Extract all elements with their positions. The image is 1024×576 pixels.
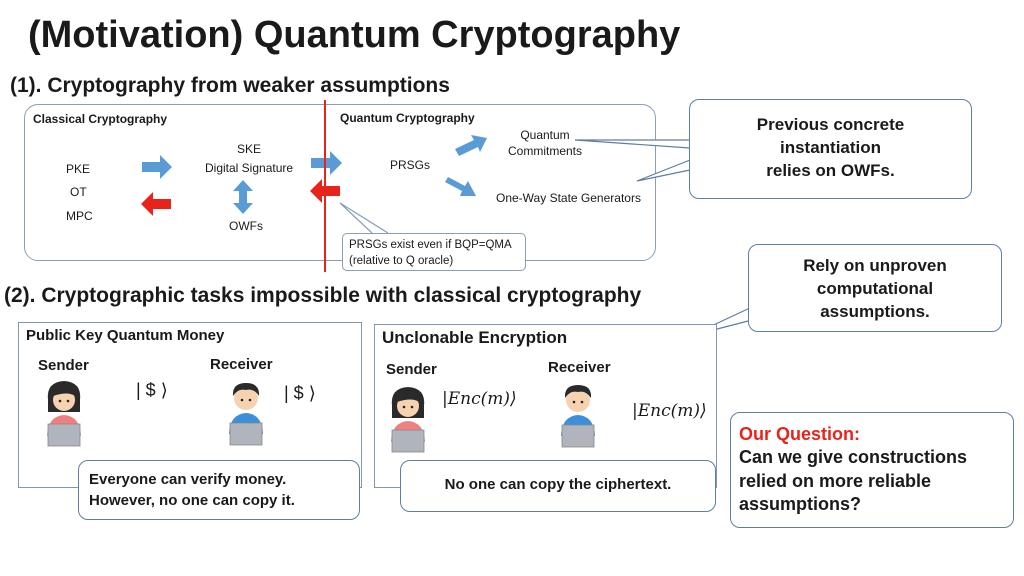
arrow-classical-left <box>141 192 171 216</box>
unproven-callout-line1: Rely on unproven <box>803 256 947 275</box>
encryption-receiver-label: Receiver <box>548 359 611 376</box>
arrow-to-owsg <box>445 177 476 196</box>
our-question-line3: assumptions? <box>739 494 862 515</box>
arrow-classical-right <box>142 155 172 179</box>
money-sender-label: Sender <box>38 357 89 374</box>
pke-label: PKE <box>66 162 91 176</box>
quantum-money-title: Public Key Quantum Money <box>26 327 225 344</box>
encryption-ket-received: |Enc(m)⟩ <box>632 401 707 421</box>
our-question-callout: Our Question: Can we give constructions … <box>730 412 1014 528</box>
owf-callout-line3: relies on OWFs. <box>766 160 895 180</box>
prsg-note-line1: PRSGs exist even if BQP=QMA <box>349 239 512 251</box>
owf-callout-line1: Previous concrete <box>756 115 905 134</box>
owfs-label: OWFs <box>229 219 263 233</box>
our-question-line1: Can we give constructions <box>739 447 968 468</box>
encryption-ket-sent: |Enc(m)⟩ <box>442 389 517 409</box>
arrow-to-prsgs <box>311 151 342 175</box>
classical-crypto-title: Classical Cryptography <box>33 112 168 126</box>
prsg-note: PRSGs exist even if BQP=QMA (relative to… <box>342 233 526 271</box>
quantum-commitments-label: Quantum Commitments <box>500 128 590 159</box>
prsgs-label: PRSGs <box>390 158 431 172</box>
unproven-callout-line3: assumptions. <box>820 301 930 321</box>
unproven-callout-line2: computational <box>816 278 934 298</box>
money-sender-person-icon <box>47 381 81 447</box>
owf-callout-tail <box>574 139 691 149</box>
owsg-label: One-Way State Generators <box>496 191 641 205</box>
arrow-vertical-double <box>233 180 253 214</box>
prsg-note-tail <box>339 202 389 234</box>
quantum-commitments-line2: Commitments <box>507 143 582 158</box>
section2-heading: (2). Cryptographic tasks impossible with… <box>4 284 642 307</box>
prsg-note-line2: (relative to Q oracle) <box>349 255 454 268</box>
section1-heading: (1). Cryptography from weaker assumption… <box>10 74 450 97</box>
ske-label: SKE <box>237 142 262 156</box>
owf-callout: Previous concrete instantiation relies o… <box>689 99 972 199</box>
encryption-note-callout: No one can copy the ciphertext. <box>400 460 716 512</box>
mpc-label: MPC <box>66 209 93 223</box>
quantum-crypto-title: Quantum Cryptography <box>340 111 475 125</box>
digital-signature-label: Digital Signature <box>205 161 294 175</box>
owf-callout-line2: instantiation <box>779 137 882 157</box>
encryption-sender-person-icon <box>391 387 425 453</box>
our-question-label: Our Question: <box>739 424 860 444</box>
arrow-to-commitments <box>455 135 487 156</box>
page-title: (Motivation) Quantum Cryptography <box>28 14 681 56</box>
owf-callout-tail2 <box>636 159 691 182</box>
our-question-line2: relied on more reliable <box>739 470 932 491</box>
quantum-commitments-line1: Quantum <box>520 128 570 142</box>
encryption-receiver-person-icon <box>561 385 595 448</box>
crypto-diagram-frame <box>24 104 656 261</box>
money-receiver-person-icon <box>229 383 263 446</box>
encryption-sender-label: Sender <box>386 361 437 378</box>
money-ket-sent: | $ ⟩ <box>136 380 168 400</box>
money-note-line1: Everyone can verify money. <box>89 471 287 488</box>
ot-label: OT <box>70 185 87 199</box>
money-ket-received: | $ ⟩ <box>284 383 316 403</box>
money-receiver-label: Receiver <box>210 356 273 373</box>
unproven-callout: Rely on unproven computational assumptio… <box>748 244 1002 332</box>
unclonable-encryption-title: Unclonable Encryption <box>382 328 568 347</box>
money-note-line2: However, no one can copy it. <box>89 492 295 509</box>
money-note-callout: Everyone can verify money. However, no o… <box>78 460 360 520</box>
